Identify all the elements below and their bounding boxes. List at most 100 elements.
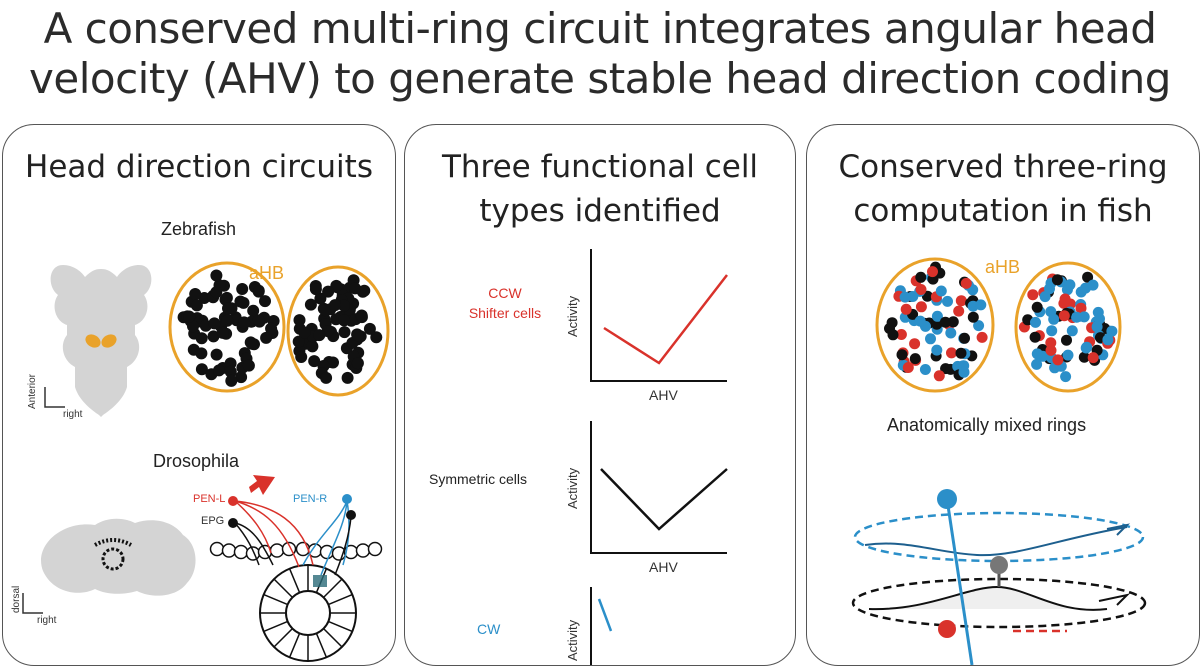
eb-spoke <box>323 578 343 598</box>
fish-ahb-cell <box>931 318 943 330</box>
fish-ahb-cell <box>1062 349 1074 361</box>
plot-2-axes <box>590 421 727 554</box>
panel-3-title: Conserved three-ring computation in fish <box>807 145 1199 233</box>
ahb-cell <box>234 295 247 308</box>
panel-2-title: Three functional cell types identified <box>405 145 795 233</box>
fish-ahb-cell <box>1051 274 1063 286</box>
fish-ahb-cell <box>1071 311 1083 323</box>
zebrafish-ahb-right-spot <box>101 334 117 348</box>
fish-ahb-cell <box>1048 313 1060 325</box>
fish-ahb-cell <box>1060 371 1072 383</box>
ahb-cell <box>351 357 364 370</box>
drosophila-circuit <box>209 475 383 662</box>
ahb-cell <box>308 355 321 368</box>
pb-glomerulus <box>269 543 285 558</box>
cw-activity-curve <box>597 598 613 632</box>
fish-ahb-cell <box>909 353 921 365</box>
title-line-2: velocity (AHV) to generate stable head d… <box>29 54 1171 103</box>
epg-soma <box>228 518 238 528</box>
ahb-cell <box>236 283 249 295</box>
ahb-cell <box>338 314 351 327</box>
panel-3-title-line-1: Conserved three-ring <box>838 149 1168 185</box>
drosophila-axis <box>22 593 43 614</box>
axis-right-zebrafish: right <box>63 409 83 420</box>
zebrafish-brain-silhouette <box>50 265 152 417</box>
ahb-cell <box>221 314 234 327</box>
ahb-cell <box>351 329 364 342</box>
ahb-cell <box>224 365 237 378</box>
ahb-cell <box>322 285 335 298</box>
fish-ahb-cell <box>959 332 970 344</box>
fish-ahb-cell <box>915 284 927 295</box>
fish-ahb-cell <box>895 329 907 340</box>
pb-glomerulus <box>221 543 237 558</box>
zebrafish-axis <box>44 387 65 408</box>
plot-2-ylabel: Activity <box>565 467 580 509</box>
plot-1-ylabel: Activity <box>565 295 580 337</box>
ahb-cell <box>222 302 234 315</box>
ahb-cell <box>187 320 199 333</box>
ahb-cell <box>355 309 368 322</box>
ahb-cell <box>304 298 317 311</box>
ahb-cell <box>238 316 251 329</box>
ahb-cell <box>313 329 326 342</box>
fish-ahb-cell <box>1046 325 1058 337</box>
fish-ahb-cell <box>899 291 911 303</box>
fish-ahb-cell <box>1031 301 1043 313</box>
fish-ahb-cell <box>900 303 912 315</box>
fish-ahb-cell <box>1061 334 1072 346</box>
pen-l-fibers <box>234 500 314 568</box>
fish-ahb-cell <box>902 362 914 373</box>
fish-ahb-cell <box>887 329 899 341</box>
red-neuron-soma <box>938 620 956 638</box>
fish-ahb-cell <box>975 299 987 311</box>
ahb-cell <box>190 299 203 312</box>
main-title: A conserved multi-ring circuit integrate… <box>0 4 1200 104</box>
pb-glomerulus <box>355 543 371 558</box>
blue-neuron-soma <box>937 489 957 509</box>
ahb-cell <box>260 331 273 344</box>
fish-ahb-cell <box>976 331 988 343</box>
fish-ahb-cell <box>942 295 953 307</box>
fish-ahb-cell <box>1031 358 1043 370</box>
ahb-cell <box>235 371 248 384</box>
panel-conserved-three-ring: Conserved three-ring computation in fish… <box>806 124 1200 666</box>
ahb-cell <box>259 295 271 308</box>
pb-glomerulus <box>209 541 225 557</box>
symmetric-activity-curve <box>600 468 728 531</box>
fish-ahb-cell <box>973 320 985 332</box>
ccw-label-line-2: Shifter cells <box>468 305 542 321</box>
epg-right-soma <box>346 510 356 520</box>
zebrafish-ahb-left-spot <box>85 334 101 348</box>
fish-ahb-cell <box>915 301 927 313</box>
fish-ahb-label: aHB <box>985 257 1021 277</box>
fish-ahb-cell <box>1087 352 1099 364</box>
fish-ahb-cell <box>960 277 972 289</box>
ahb-right-cells <box>292 274 383 384</box>
fish-ahb-cell <box>953 305 965 317</box>
ahb-left-ellipse <box>168 261 286 393</box>
fish-ahb-cell <box>925 333 936 345</box>
fish-ahb-cell <box>1045 344 1057 356</box>
fish-ahb-left-ellipse <box>875 257 995 393</box>
ahb-cell <box>195 332 208 345</box>
fish-ahb-cell <box>1075 286 1087 298</box>
fish-ahb-cell <box>967 311 979 323</box>
ahb-cell <box>195 347 208 360</box>
axis-dorsal: dorsal <box>11 585 22 613</box>
ahb-cell <box>210 286 223 299</box>
ahb-cell <box>252 314 265 327</box>
ahb-label: aHB <box>249 263 285 283</box>
ahb-cell <box>320 371 333 384</box>
ahb-cell <box>314 292 327 305</box>
ahb-cell <box>195 363 208 376</box>
panel-2-title-line-2: types identified <box>479 193 721 229</box>
eb-spoke <box>288 633 301 658</box>
panel-2-title-line-1: Three functional cell <box>441 149 759 185</box>
eb-spoke <box>323 628 343 648</box>
pen-r-label: PEN-R <box>293 493 328 505</box>
ahb-cell <box>225 374 238 387</box>
ahb-cell <box>216 326 229 339</box>
fish-ahb-cell <box>1059 293 1071 305</box>
ahb-cell <box>295 351 308 363</box>
